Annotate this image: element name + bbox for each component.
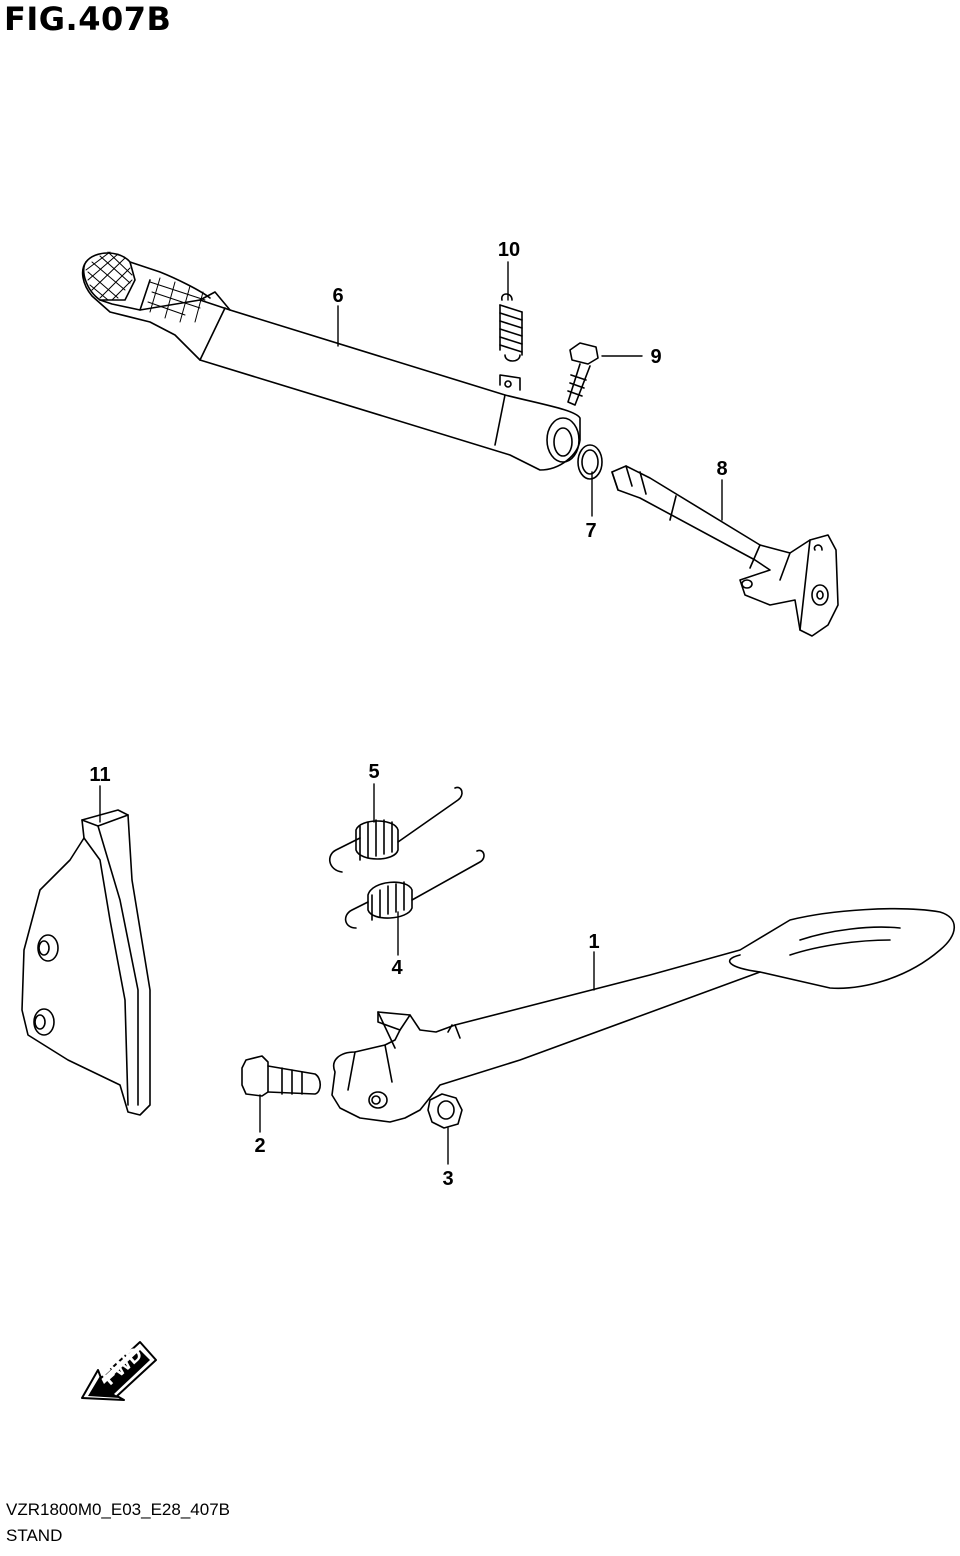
fwd-arrow: FWD (81, 1341, 157, 1401)
lever-bolt (567, 342, 599, 406)
diagram-name: STAND (6, 1526, 63, 1545)
callout-6: 6 (332, 285, 343, 307)
diagram-code: VZR1800M0_E03_E28_407B (6, 1500, 230, 1519)
leader-lines (99, 261, 723, 1165)
callout-10: 10 (498, 239, 520, 261)
callout-5: 5 (368, 761, 379, 783)
spring-small (329, 786, 463, 873)
callout-4: 4 (391, 957, 403, 979)
callout-8: 8 (716, 458, 727, 480)
washer (577, 444, 603, 480)
callout-labels: 1 2 3 4 5 6 7 8 9 10 11 (89, 239, 727, 1190)
callout-11: 11 (89, 764, 110, 786)
side-stand-bar (331, 907, 956, 1123)
stand-nut (427, 1093, 463, 1129)
stand-bracket (21, 809, 151, 1116)
callout-7: 7 (585, 520, 596, 542)
figure-title: FIG.407B (4, 0, 172, 38)
callout-3: 3 (442, 1168, 453, 1190)
callout-2: 2 (254, 1135, 265, 1157)
callout-1: 1 (588, 931, 599, 953)
stand-lever (81, 251, 581, 471)
stand-shaft (611, 465, 839, 637)
callout-9: 9 (650, 346, 661, 368)
stand-bolt (241, 1055, 322, 1097)
spring-large (344, 849, 485, 929)
lever-spring (499, 293, 523, 362)
